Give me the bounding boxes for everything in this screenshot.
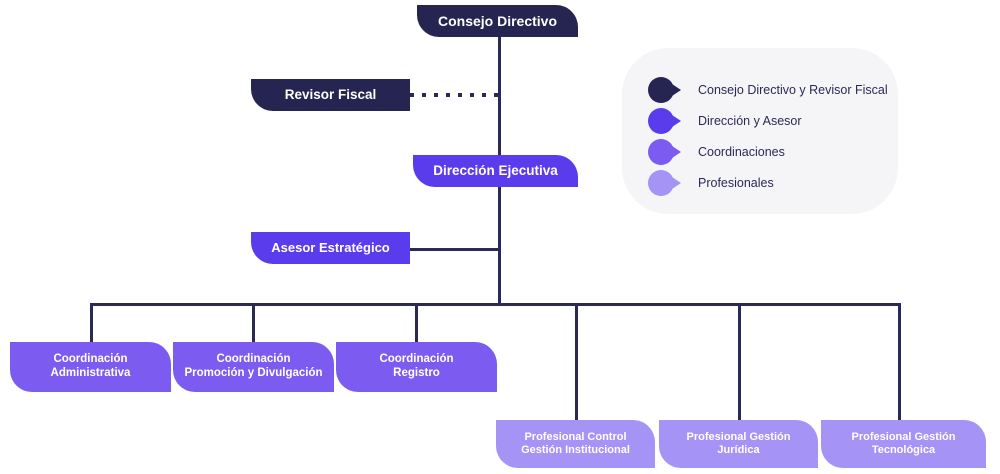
drop-line-coordinacion-administrativa [90, 303, 93, 345]
legend-item-profesionales[interactable]: Profesionales [648, 170, 774, 196]
node-label-line1: Coordinación [379, 353, 454, 366]
drop-line-coordinacion-promocion [252, 303, 255, 345]
node-asesor-estrategico[interactable]: Asesor Estratégico [251, 232, 410, 264]
node-label-line2: Tecnológica [871, 444, 936, 456]
node-label-line2: Administrativa [50, 367, 131, 379]
node-coordinacion-registro[interactable]: Coordinación Registro [336, 342, 497, 392]
legend-item-label: Consejo Directivo y Revisor Fiscal [698, 83, 888, 97]
distribution-bus-line [90, 303, 900, 306]
legend-item-label: Coordinaciones [698, 145, 785, 159]
node-coordinacion-administrativa[interactable]: Coordinación Administrativa [10, 342, 171, 392]
legend-color-swatch-icon [648, 139, 674, 165]
node-label-line2: Registro [393, 367, 440, 379]
node-revisor-fiscal[interactable]: Revisor Fiscal [251, 79, 410, 111]
legend-item-coordinaciones[interactable]: Coordinaciones [648, 139, 785, 165]
node-label: Coordinación Promoción y Divulgación [183, 353, 324, 380]
node-label-line2: Promoción y Divulgación [184, 367, 323, 379]
node-label-line2: Gestión Institucional [521, 444, 630, 456]
node-label: Profesional Control Gestión Instituciona… [506, 431, 645, 457]
node-label: Profesional Gestión Jurídica [669, 431, 808, 457]
legend-item-direccion-asesor[interactable]: Dirección y Asesor [648, 108, 802, 134]
node-label-line1: Coordinación [53, 353, 128, 366]
node-profesional-gestion-juridica[interactable]: Profesional Gestión Jurídica [659, 420, 818, 468]
node-label-line1: Profesional Gestión [851, 431, 956, 444]
drop-line-profesional-control [575, 303, 578, 421]
node-label: Coordinación Registro [346, 353, 487, 380]
node-label: Dirección Ejecutiva [433, 163, 558, 179]
node-label-line1: Profesional Control [524, 431, 627, 444]
legend-item-consejo-directivo-revisor-fiscal[interactable]: Consejo Directivo y Revisor Fiscal [648, 77, 888, 103]
legend-panel: Consejo Directivo y Revisor Fiscal Direc… [622, 48, 898, 214]
node-label-line1: Coordinación [216, 353, 291, 366]
node-label: Asesor Estratégico [271, 240, 390, 256]
node-label: Revisor Fiscal [284, 87, 377, 103]
node-direccion-ejecutiva[interactable]: Dirección Ejecutiva [413, 155, 578, 187]
node-label: Coordinación Administrativa [20, 353, 161, 380]
legend-color-swatch-icon [648, 77, 674, 103]
legend-item-label: Profesionales [698, 176, 774, 190]
node-label: Profesional Gestión Tecnológica [831, 431, 976, 457]
revisor-fiscal-dotted-connector [410, 93, 500, 97]
node-profesional-gestion-tecnologica[interactable]: Profesional Gestión Tecnológica [821, 420, 986, 468]
legend-color-swatch-icon [648, 108, 674, 134]
node-coordinacion-promocion-divulgacion[interactable]: Coordinación Promoción y Divulgación [173, 342, 334, 392]
asesor-connector-line [408, 248, 500, 251]
drop-line-profesional-tecnologica [898, 303, 901, 421]
node-label-line1: Profesional Gestión [686, 431, 791, 444]
node-profesional-control-gestion-institucional[interactable]: Profesional Control Gestión Instituciona… [496, 420, 655, 468]
legend-item-label: Dirección y Asesor [698, 114, 802, 128]
node-label: Consejo Directivo [437, 12, 558, 29]
drop-line-profesional-juridica [738, 303, 741, 421]
legend-color-swatch-icon [648, 170, 674, 196]
node-label-line2: Jurídica [717, 444, 760, 456]
drop-line-coordinacion-registro [415, 303, 418, 345]
node-consejo-directivo[interactable]: Consejo Directivo [417, 5, 578, 37]
